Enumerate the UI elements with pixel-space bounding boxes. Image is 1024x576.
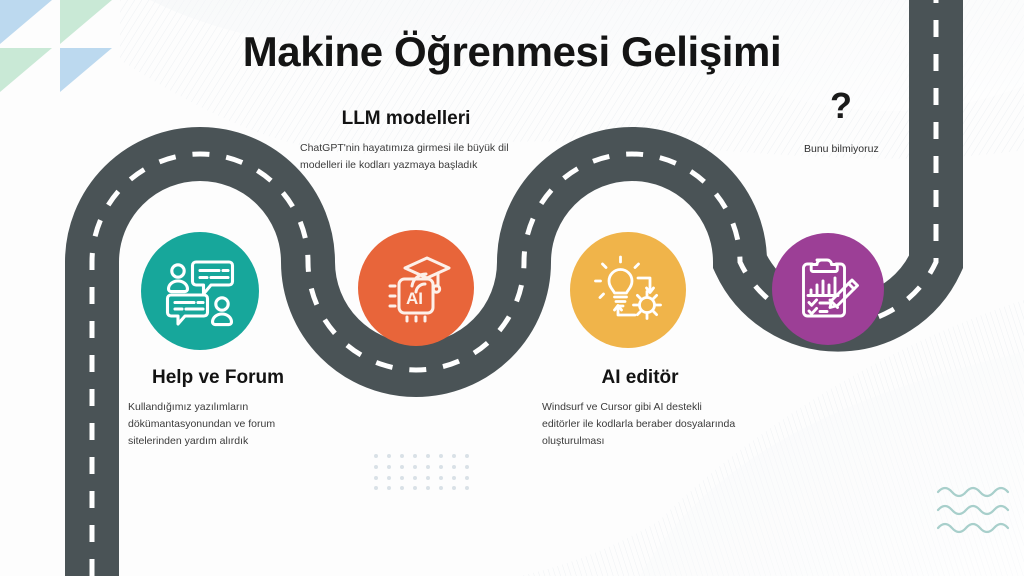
page-title: Makine Öğrenmesi Gelişimi — [242, 28, 782, 75]
milestone-heading-unknown-future: ? — [830, 85, 852, 126]
ai-chip-graduation-cap-icon: AI — [388, 256, 451, 323]
chat-people-icon — [165, 260, 235, 327]
milestone-heading-help-forum: Help ve Forum — [152, 367, 284, 388]
milestone-icon-ai-editor[interactable] — [570, 232, 686, 348]
dot-grid-decoration — [374, 454, 469, 490]
milestone-body-unknown-future: Bunu bilmiyoruz — [804, 143, 879, 155]
milestone-icon-help-forum[interactable] — [141, 232, 259, 350]
wavy-lines-decoration — [936, 486, 1010, 534]
svg-text:AI: AI — [406, 289, 423, 308]
milestone-body-llm-modelleri: ChatGPT'nin hayatımıza girmesi ile büyük… — [300, 141, 509, 172]
milestone-body-ai-editor: Windsurf ve Cursor gibi AI destekli edit… — [542, 400, 736, 448]
milestone-text-help-forum: Help ve Forum Kullandığımız yazılımların… — [128, 367, 308, 451]
milestone-icon-llm-modelleri[interactable]: AI — [358, 230, 474, 346]
milestone-text-ai-editor: AI editör Windsurf ve Cursor gibi AI des… — [542, 367, 738, 451]
triangle-grid-decoration — [0, 0, 112, 92]
milestone-heading-ai-editor: AI editör — [601, 367, 679, 388]
milestone-text-llm-modelleri: LLM modelleri ChatGPT'nin hayatımıza gir… — [300, 108, 512, 174]
milestone-icon-unknown-future[interactable] — [772, 233, 884, 345]
lightbulb-gear-cycle-icon — [594, 255, 662, 320]
clipboard-chart-pencil-icon — [802, 258, 859, 318]
milestone-heading-llm-modelleri: LLM modelleri — [341, 108, 471, 129]
milestone-body-help-forum: Kullandığımız yazılımların dökümantasyon… — [128, 400, 276, 448]
